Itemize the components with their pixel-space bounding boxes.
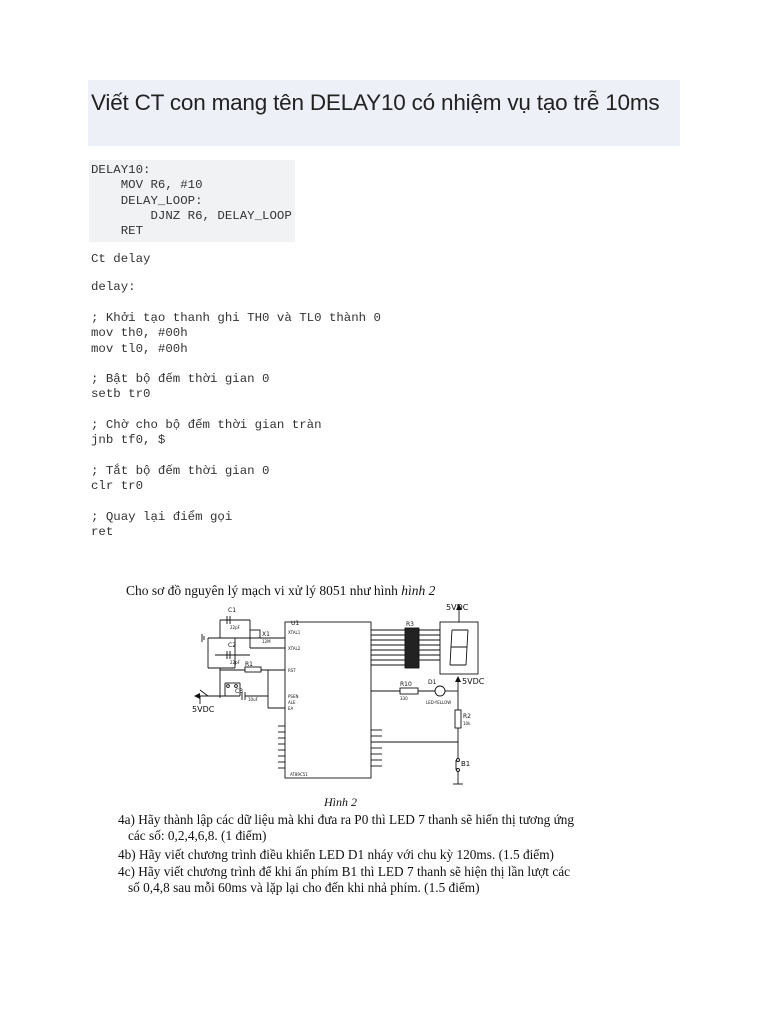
- question-4a-line1: 4a) Hãy thành lập các dữ liệu mà khi đưa…: [118, 812, 575, 827]
- label-r10: R10: [400, 681, 412, 688]
- figure-caption: Hình 2: [324, 795, 357, 809]
- figure-intro-text: Cho sơ đồ nguyên lý mạch vi xử lý 8051 n…: [126, 583, 398, 598]
- label-x1: X1: [262, 631, 270, 638]
- label-pin-ea: EA: [288, 706, 294, 711]
- question-4a-line2: các số: 0,2,4,6,8. (1 điểm): [128, 828, 267, 843]
- vdc-top-arrow: [456, 604, 462, 610]
- question-4a: 4a) Hãy thành lập các dữ liệu mà khi đưa…: [118, 812, 598, 844]
- label-c1: C1: [228, 607, 236, 614]
- question-4c-line2: số 0,4,8 sau mỗi 60ms và lặp lại cho đến…: [128, 880, 480, 895]
- label-5vdc-left: 5VDC: [192, 705, 215, 714]
- label-r10-value: 330: [400, 696, 408, 701]
- label-cap-value-c1: 22pF: [230, 625, 241, 630]
- label-b1: B1: [461, 760, 470, 768]
- label-c2: C2: [228, 642, 236, 649]
- label-pin-xtal1: XTAL1: [288, 630, 301, 635]
- label-chip-name: AT89C51: [290, 772, 308, 777]
- label-pin-ale: ALE: [288, 700, 296, 705]
- label-r1: R1: [245, 661, 253, 668]
- label-cap-value-c2: 22pF: [230, 660, 241, 665]
- delay-label: delay:: [91, 280, 136, 294]
- ct-delay-text: Ct delay: [91, 252, 151, 266]
- question-4c: 4c) Hãy viết chương trình để khi ấn phím…: [118, 864, 598, 896]
- label-5vdc-led: 5VDC: [462, 677, 485, 686]
- code-block-background: [89, 160, 295, 242]
- label-c3-value: 10uF: [248, 697, 259, 702]
- label-pin-psen: PSEN: [288, 694, 298, 699]
- title-background: [88, 80, 680, 146]
- delay-code: ; Khởi tạo thanh ghi TH0 và TL0 thành 0 …: [91, 311, 381, 540]
- label-d1: D1: [428, 679, 437, 686]
- figure-intro: Cho sơ đồ nguyên lý mạch vi xử lý 8051 n…: [126, 583, 435, 599]
- question-4c-line1: 4c) Hãy viết chương trình để khi ấn phím…: [118, 864, 571, 879]
- vdc-led-arrow: [455, 676, 461, 682]
- delay10-code-block: DELAY10: MOV R6, #10 DELAY_LOOP: DJNZ R6…: [91, 163, 292, 239]
- vdc-left-arrow: [194, 693, 200, 699]
- label-pin-xtal2: XTAL2: [288, 646, 301, 651]
- page-title: Viết CT con mang tên DELAY10 có nhiệm vụ…: [91, 90, 660, 115]
- circuit-schematic: 5VDC 5VDC 5VDC C1 C2 C3 X1 U1 R1 R3 R10 …: [192, 603, 485, 785]
- label-r3: R3: [406, 621, 414, 628]
- question-4b: 4b) Hãy viết chương trình điều khiển LED…: [118, 847, 554, 862]
- label-c3: C3: [235, 688, 243, 695]
- figure-intro-ref: hình 2: [401, 583, 436, 598]
- label-r2: R2: [463, 713, 471, 720]
- label-5vdc-top: 5VDC: [446, 603, 469, 612]
- label-u1: U1: [291, 620, 299, 627]
- label-r2-value: 10k: [463, 721, 471, 726]
- label-led-name: LED-YELLOW: [426, 700, 451, 705]
- label-crystal-value: 12M: [262, 639, 271, 644]
- label-pin-rst: RST: [288, 668, 296, 673]
